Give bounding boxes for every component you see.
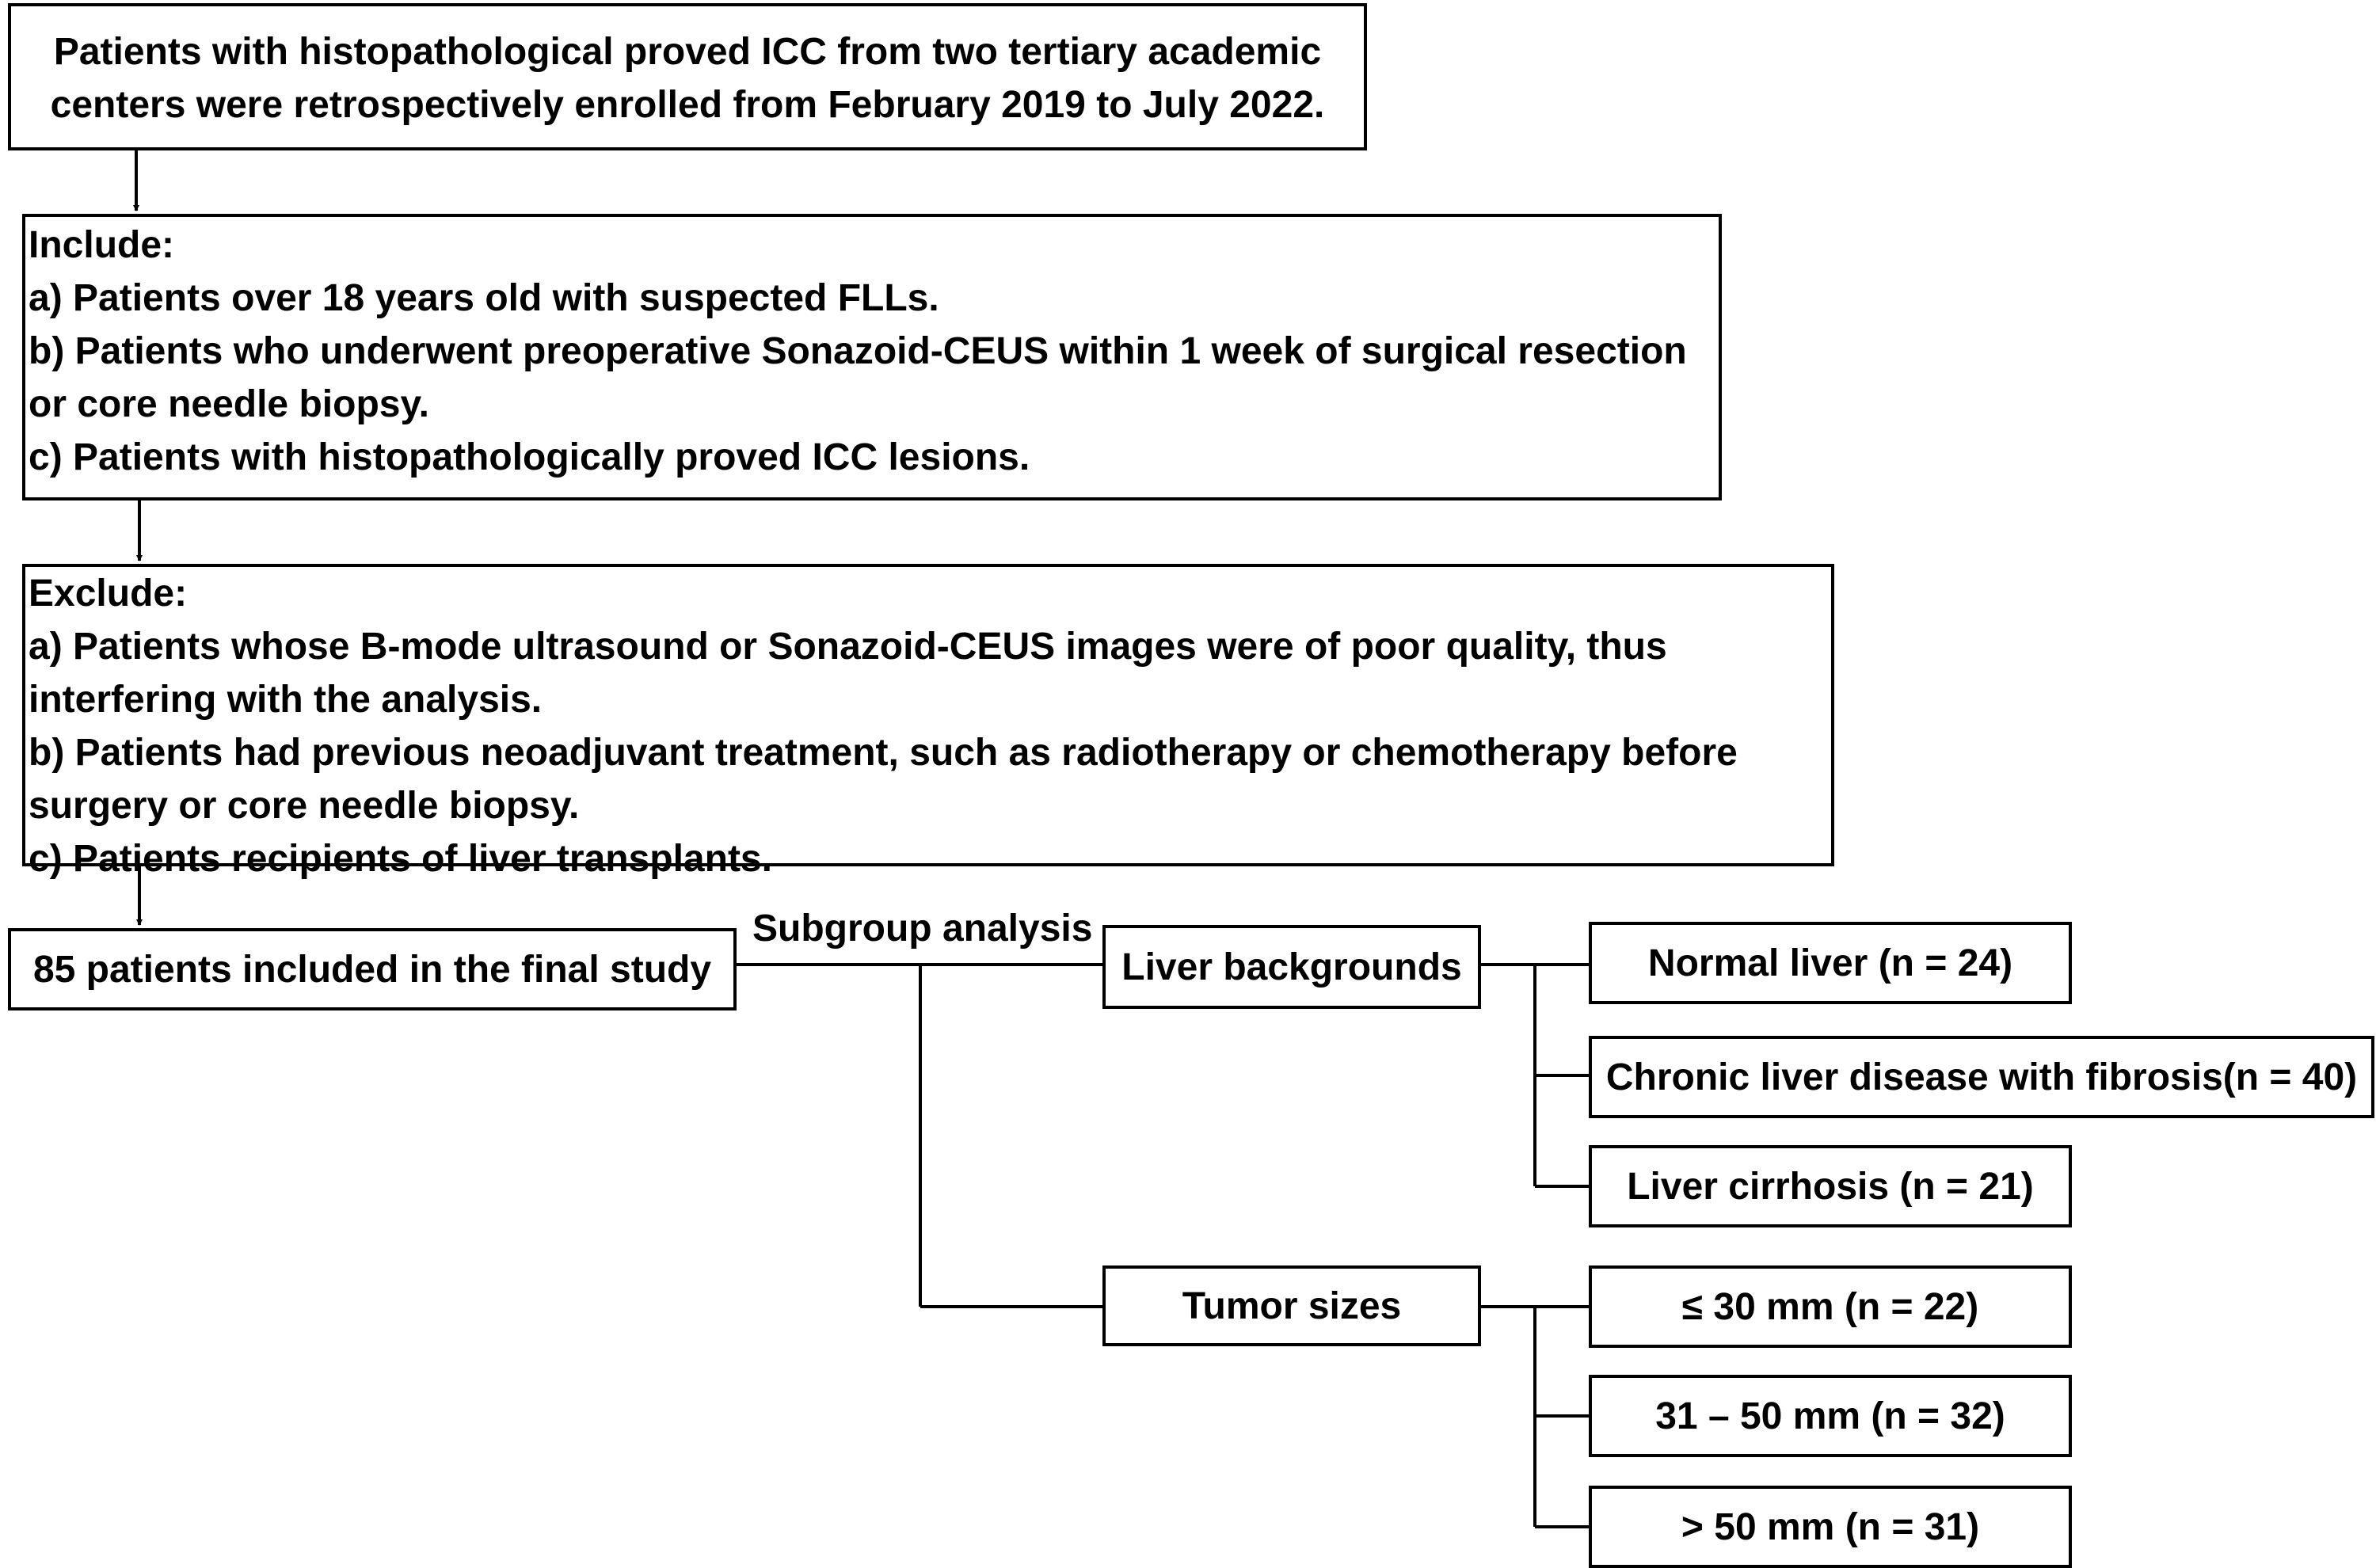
- normal-liver-box: Normal liver (n = 24): [1589, 922, 2072, 1004]
- exclude-criterion: b) Patients had previous neoadjuvant tre…: [29, 732, 1738, 774]
- include-criterion: or core needle biopsy.: [29, 383, 429, 425]
- exclusion-criteria-box: Exclude: a) Patients whose B-mode ultras…: [22, 564, 1834, 880]
- final-study-box: 85 patients included in the final study: [8, 928, 737, 1010]
- exclude-criterion: a) Patients whose B-mode ultrasound or S…: [29, 626, 1667, 668]
- subgroup-analysis-label: Subgroup analysis: [752, 908, 1093, 950]
- exclude-criterion: surgery or core needle biopsy.: [29, 785, 580, 827]
- include-criterion: b) Patients who underwent preoperative S…: [29, 330, 1687, 372]
- enrollment-box: Patients with histopathological proved I…: [8, 3, 1367, 150]
- liver-backgrounds-box: Liver backgrounds: [1102, 925, 1481, 1009]
- tumor-size-31-50-box: 31 – 50 mm (n = 32): [1589, 1375, 2072, 1457]
- exclude-title: Exclude:: [29, 573, 188, 615]
- inclusion-criteria-box: Include: a) Patients over 18 years old w…: [22, 214, 1722, 500]
- tumor-size-gt50-box: > 50 mm (n = 31): [1589, 1486, 2072, 1568]
- enrollment-line: centers were retrospectively enrolled fr…: [50, 84, 1325, 126]
- tumor-sizes-box: Tumor sizes: [1102, 1265, 1481, 1346]
- include-criterion: c) Patients with histopathologically pro…: [29, 436, 1030, 478]
- include-title: Include:: [29, 224, 175, 266]
- liver-cirrhosis-box: Liver cirrhosis (n = 21): [1589, 1145, 2072, 1227]
- tumor-size-le30-box: ≤ 30 mm (n = 22): [1589, 1265, 2072, 1348]
- exclude-criterion: c) Patients recipients of liver transpla…: [29, 838, 772, 880]
- chronic-liver-disease-box: Chronic liver disease with fibrosis(n = …: [1589, 1036, 2374, 1118]
- include-criterion: a) Patients over 18 years old with suspe…: [29, 277, 939, 319]
- exclude-criterion: interfering with the analysis.: [29, 679, 543, 721]
- enrollment-line: Patients with histopathological proved I…: [53, 31, 1322, 73]
